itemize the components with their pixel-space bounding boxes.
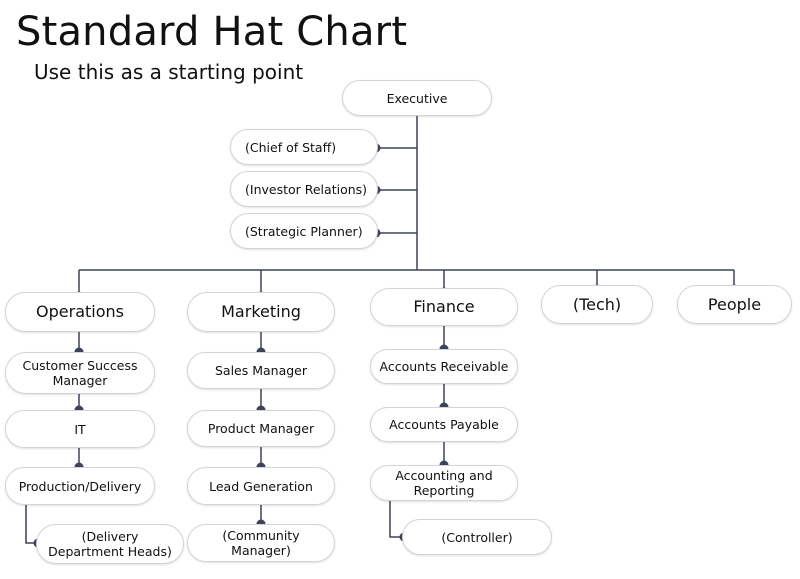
- role-label: Product Manager: [207, 421, 315, 436]
- staff-label: (Investor Relations): [245, 181, 368, 197]
- staff-label: (Chief of Staff): [245, 139, 337, 155]
- role-box-accounts-payable: Accounts Payable: [370, 407, 518, 442]
- role-box-controller: (Controller): [402, 519, 552, 555]
- role-label: (Community Manager): [222, 528, 300, 558]
- department-label: Marketing: [221, 302, 301, 321]
- department-label: Operations: [36, 302, 124, 321]
- role-label: (Delivery Department Heads): [48, 529, 172, 559]
- department-box-marketing: Marketing: [187, 292, 335, 332]
- department-label: People: [707, 294, 762, 314]
- role-box-production-delivery: Production/Delivery: [5, 467, 155, 505]
- department-label: Finance: [413, 297, 475, 316]
- executive-label: Executive: [386, 90, 448, 106]
- department-box-people: People: [677, 285, 792, 324]
- role-box-accounting-and-reporting: Accounting and Reporting: [370, 465, 518, 501]
- staff-box-chief-of-staff: (Chief of Staff): [230, 129, 378, 165]
- chart-title: Standard Hat Chart: [16, 9, 408, 55]
- executive-box: Executive: [342, 80, 492, 116]
- department-label: (Tech): [572, 294, 622, 314]
- role-box-accounts-receivable: Accounts Receivable: [370, 349, 518, 384]
- role-label: Accounts Payable: [389, 417, 499, 432]
- department-box-operations: Operations: [5, 292, 155, 332]
- role-label: Sales Manager: [214, 363, 308, 378]
- role-label: Lead Generation: [209, 478, 313, 494]
- staff-label: (Strategic Planner): [245, 223, 363, 239]
- department-box-finance: Finance: [370, 288, 518, 326]
- role-label: IT: [74, 421, 86, 437]
- role-box-customer-success-manager: Customer Success Manager: [5, 352, 155, 394]
- role-box-delivery-department-heads: (Delivery Department Heads): [36, 524, 184, 564]
- chart-subtitle: Use this as a starting point: [34, 60, 304, 84]
- role-label: Production/Delivery: [18, 478, 142, 494]
- role-box-lead-generation: Lead Generation: [187, 467, 335, 505]
- role-box-community-manager: (Community Manager): [187, 524, 335, 562]
- role-box-it: IT: [5, 410, 155, 448]
- role-box-sales-manager: Sales Manager: [187, 352, 335, 389]
- staff-box-strategic-planner: (Strategic Planner): [230, 213, 378, 249]
- staff-box-investor-relations: (Investor Relations): [230, 171, 378, 207]
- department-box-tech: (Tech): [541, 285, 653, 324]
- role-label: Accounts Receivable: [379, 359, 509, 374]
- role-label: Accounting and Reporting: [395, 468, 493, 498]
- role-box-product-manager: Product Manager: [187, 410, 335, 447]
- role-label: (Controller): [441, 529, 513, 545]
- finance-sub-line: [389, 501, 404, 538]
- role-label: Customer Success Manager: [22, 358, 138, 388]
